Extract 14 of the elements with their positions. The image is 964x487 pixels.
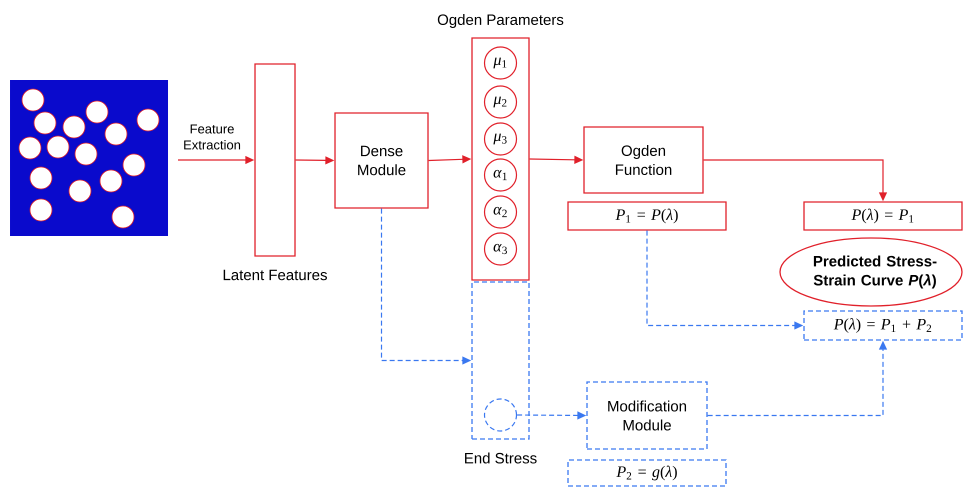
node-label: Ogden Parameters (438, 14, 564, 28)
node-label: Latent Features (224, 270, 327, 280)
picture (10, 80, 168, 236)
node-label: End Stress (465, 452, 537, 464)
process-box: Dense Module (334, 112, 429, 209)
equation-box: P$_{1}$ = P(λ) (567, 201, 727, 231)
equation-box: P$_{2}$ = g(λ) (567, 459, 727, 487)
stress-column: End Stress (465, 281, 537, 464)
process-box: Modification Module (586, 381, 708, 450)
edge-label: Feature Extraction (184, 124, 240, 150)
equation-box: P(λ) = P$_{1}$ + P$_{2}$ (803, 310, 963, 341)
process-box: Ogden Function (583, 126, 704, 194)
empty-circle (484, 398, 518, 432)
equation-box: P(λ) = P$_{1}$ (803, 201, 963, 231)
